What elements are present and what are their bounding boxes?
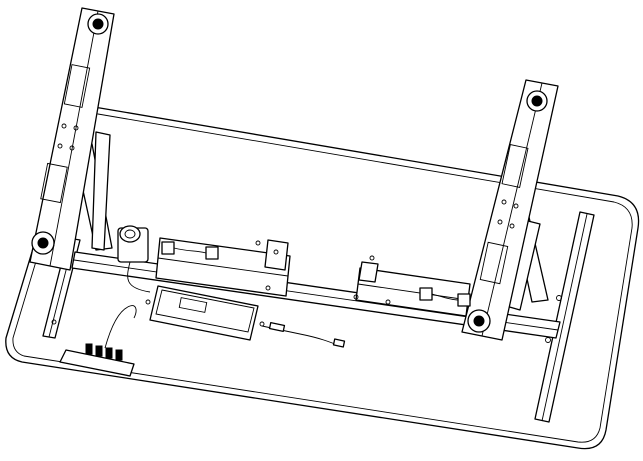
control-box xyxy=(145,285,265,341)
motor xyxy=(117,225,149,263)
power-cable xyxy=(127,261,151,293)
leveling-foot-right-bottom xyxy=(467,309,491,333)
leveling-foot-right-top xyxy=(526,90,548,112)
leveling-foot-left-bottom xyxy=(31,231,55,255)
crossbeam xyxy=(71,237,561,339)
leveling-foot-left-top xyxy=(87,13,109,35)
right-leg xyxy=(461,79,559,341)
left-leg xyxy=(29,7,115,271)
cable-connectors xyxy=(161,241,471,307)
handset xyxy=(59,305,137,377)
right-side-rail xyxy=(534,211,595,423)
power-plug xyxy=(261,321,346,348)
